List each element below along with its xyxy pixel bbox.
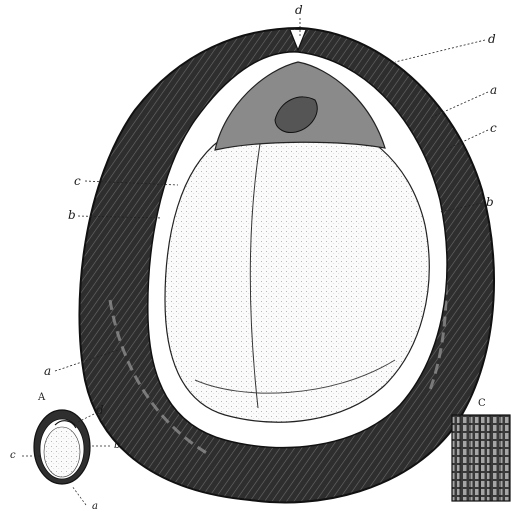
label-right-a: a (490, 84, 497, 96)
inset-a-label-d: d (96, 404, 104, 416)
inset-a-label-c: c (10, 450, 16, 462)
label-top-d: d (295, 4, 303, 16)
inset-small-seed (22, 410, 110, 505)
label-left-c: c (74, 175, 81, 187)
inset-c-title: C (478, 398, 486, 410)
label-right-b: b (486, 196, 494, 208)
label-right-d: d (488, 33, 496, 45)
label-left-a: a (44, 365, 51, 377)
label-right-c: c (490, 122, 497, 134)
inset-a-label-a: a (92, 501, 98, 513)
kernel (165, 118, 429, 422)
inset-a-label-b: b (114, 440, 120, 452)
label-left-b: b (68, 209, 76, 221)
inset-texture (452, 415, 510, 501)
inset-a-title: A (38, 392, 45, 404)
